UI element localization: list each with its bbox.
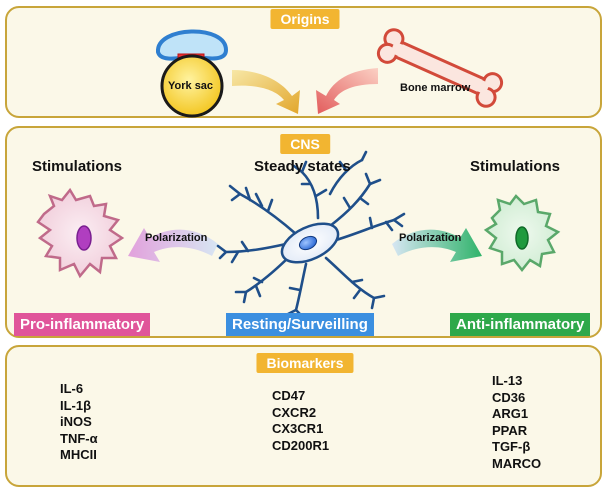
list-item: CD36 [492,389,526,405]
list-item: ARG1 [492,406,529,421]
york-sac-label: York sac [168,80,214,92]
list-item: MARCO [492,455,542,471]
anti-inflammatory-label: Anti-inflammatory [450,313,591,336]
resting-surveilling-label: Resting/Surveilling [226,313,374,336]
list-item: PPAR [492,422,528,438]
left-stimulations-label: Stimulations [32,158,123,175]
list-item: CD200R1 [272,437,330,453]
pro-biomarker-list: IL-6 IL-1β iNOS TNF-α MHCII [60,381,98,464]
yolk-sac-arrow [232,70,300,114]
list-item: IL-13 [492,373,523,388]
bone-icon [376,28,504,108]
list-item: TGF-β [492,439,531,454]
list-item: IL-1β [60,397,92,413]
bone-marrow-label: Bone marrow [400,82,471,94]
resting-microglia-icon [216,150,406,318]
york-sac-icon [155,29,229,118]
list-item: iNOS [60,414,92,429]
origins-title: Origins [270,9,340,29]
pro-inflammatory-label: Pro-inflammatory [14,313,151,336]
anti-biomarker-list: IL-13 CD36 ARG1 PPAR TGF-β MARCO [492,373,541,472]
anti-inflammatory-microglia-icon [483,194,561,273]
pro-inflammatory-microglia-icon [36,187,125,279]
list-item: MHCII [60,447,97,462]
biomarkers-title: Biomarkers [256,353,354,373]
steady-states-label: Steady states [254,158,351,175]
resting-nucleus-icon [298,235,318,251]
pro-polarization-arrow [128,228,218,262]
list-item: CD47 [272,388,306,403]
resting-biomarker-list: CD47 CXCR2 CX3CR1 CD200R1 [272,388,329,454]
anti-polarization-arrow [392,228,482,262]
cns-title: CNS [280,134,330,154]
list-item: TNF-α [60,430,98,446]
left-polarization-label: Polarization [145,232,208,244]
list-item: CX3CR1 [272,421,324,436]
right-polarization-label: Polarization [399,232,462,244]
right-stimulations-label: Stimulations [470,158,561,175]
bone-marrow-arrow [316,68,378,114]
list-item: CXCR2 [272,404,317,420]
list-item: IL-6 [60,381,84,396]
